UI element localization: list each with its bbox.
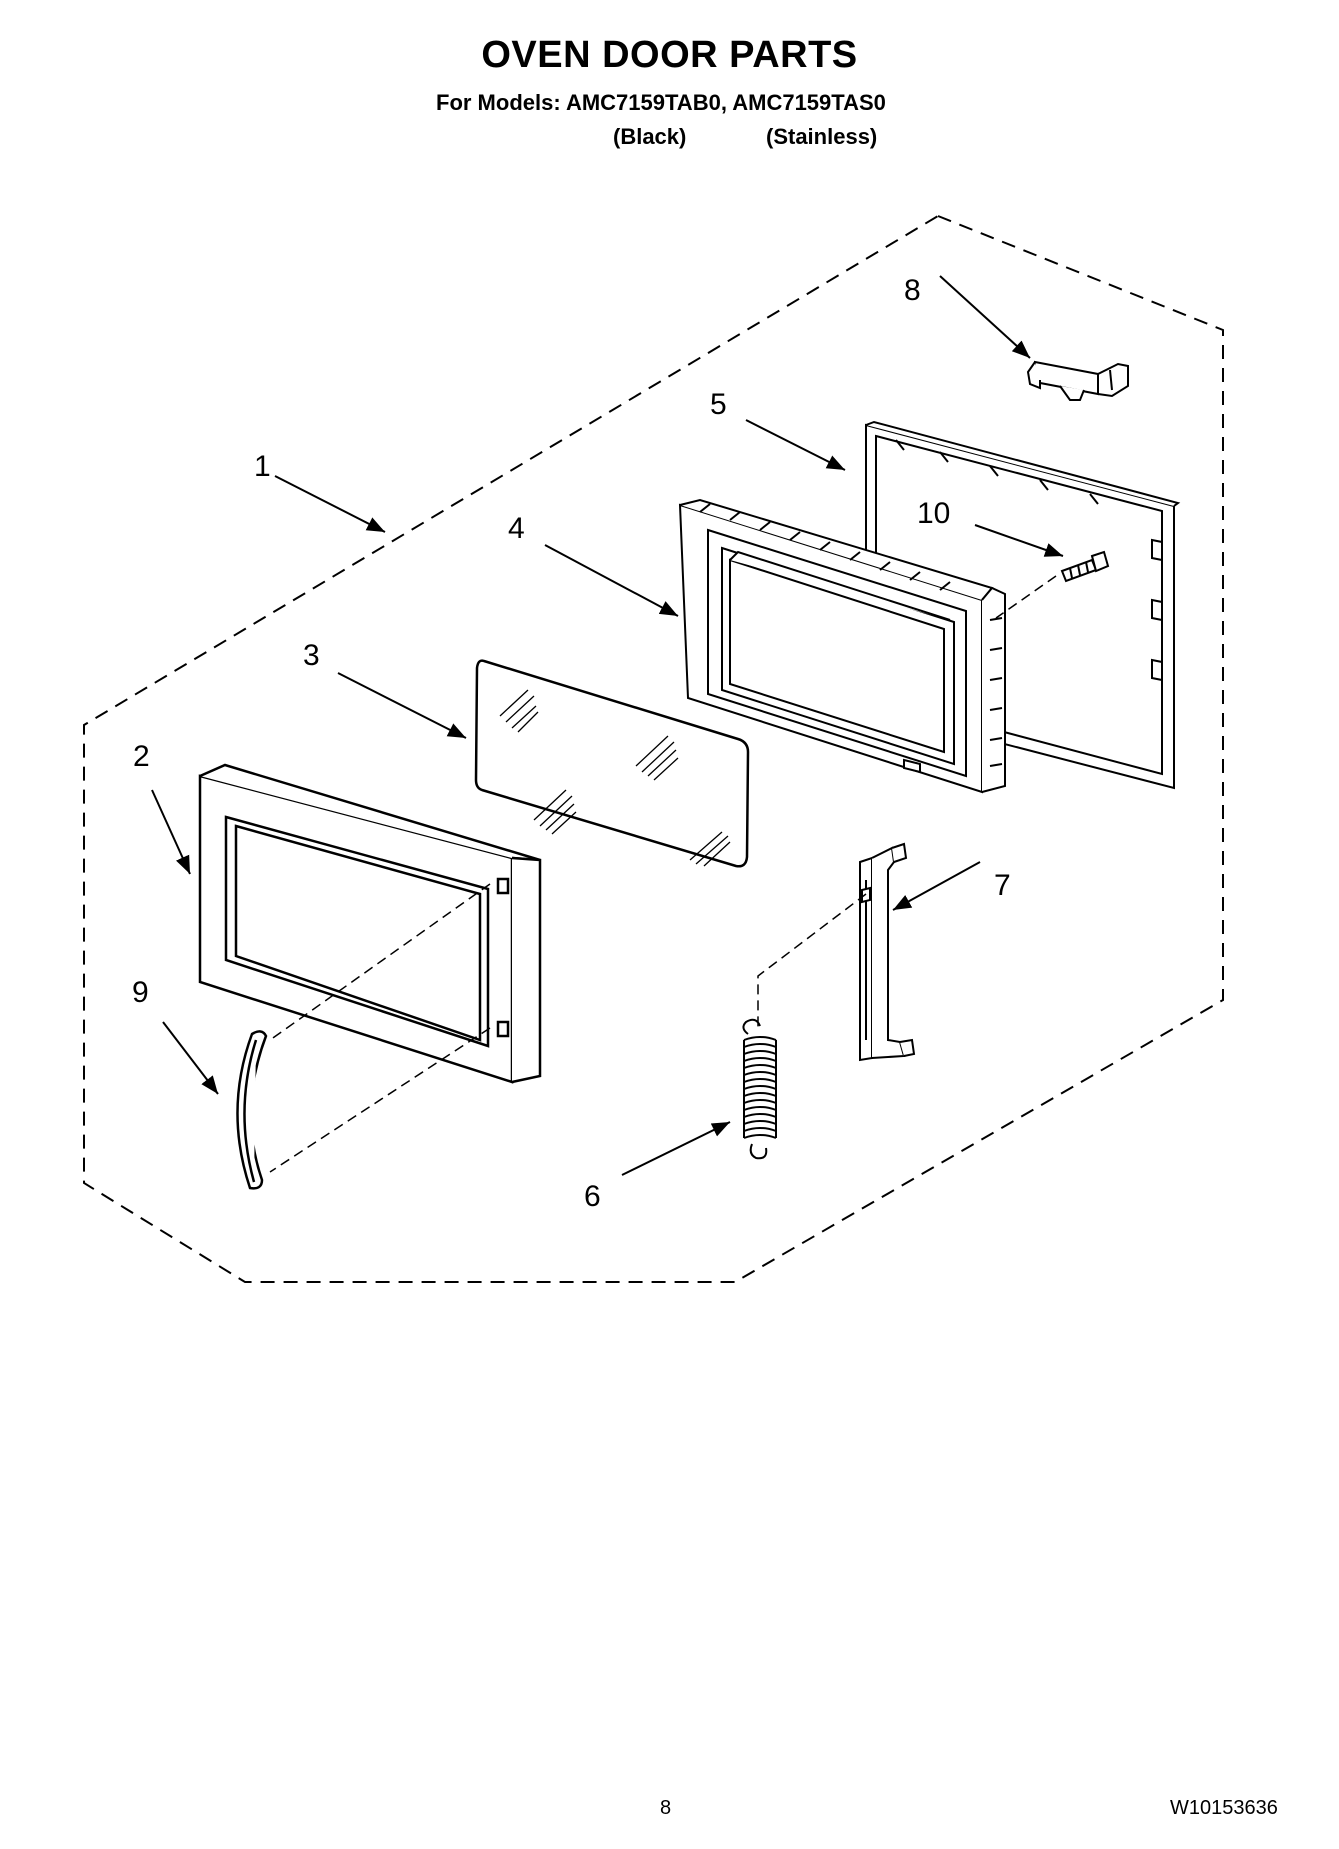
variant-black-label: (Black) [613, 124, 687, 149]
part-9-door-handle [236, 1030, 268, 1190]
part-4-inner-door-panel [678, 498, 1006, 794]
callout-9: 9 [132, 976, 149, 1009]
part-7-door-lever [859, 842, 916, 1062]
callout-10: 10 [917, 497, 950, 530]
assembly-boundary [83, 214, 1224, 1283]
part-8-latch-bracket [1026, 360, 1129, 401]
document-number: W10153636 [1170, 1797, 1278, 1819]
variant-stainless-label: (Stainless) [766, 124, 878, 149]
part-6-spring [742, 1018, 777, 1160]
callout-8: 8 [904, 274, 921, 307]
callout-labels: 1 2 3 4 5 6 7 8 9 10 [132, 274, 1011, 1213]
callout-4: 4 [508, 512, 525, 545]
callout-5: 5 [710, 388, 727, 421]
alignment-lines [269, 575, 1057, 1173]
page-title: OVEN DOOR PARTS [481, 34, 858, 76]
callout-7: 7 [994, 869, 1011, 902]
callout-3: 3 [303, 639, 320, 672]
part-10-screw [1060, 550, 1110, 583]
callout-6: 6 [584, 1180, 601, 1213]
leader-arrows [151, 275, 1064, 1176]
callout-1: 1 [254, 450, 271, 483]
page-number: 8 [660, 1797, 672, 1819]
part-2-door-frame [198, 763, 542, 1084]
model-list: For Models: AMC7159TAB0, AMC7159TAS0 [436, 90, 886, 115]
part-3-door-glass [474, 659, 750, 868]
callout-2: 2 [133, 740, 150, 773]
